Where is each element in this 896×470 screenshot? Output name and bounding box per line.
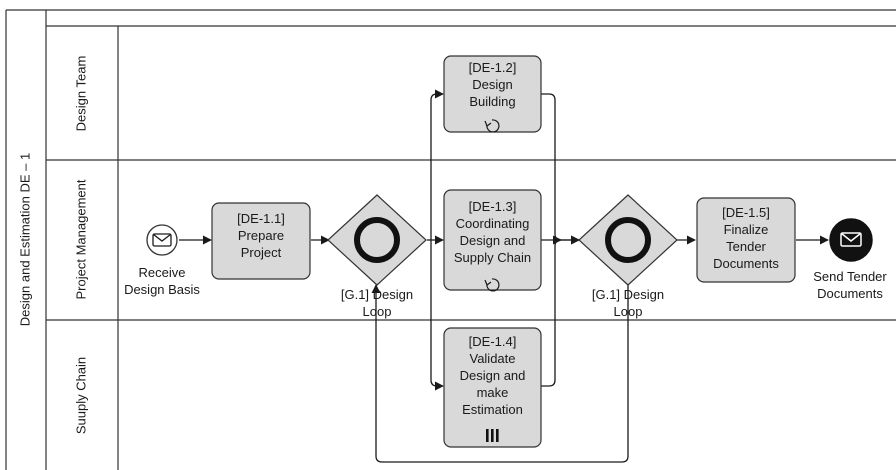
pool-title: Design and Estimation DE – 1: [17, 152, 33, 327]
end-event-message[interactable]: [829, 218, 873, 262]
loop-icon: [484, 119, 500, 133]
flow-g1-to-de12: [430, 89, 444, 240]
task-de-1-3-box[interactable]: [443, 189, 542, 291]
lane-title-project-management: Project Management: [73, 179, 89, 300]
flow-g1-to-de14: [430, 240, 444, 391]
envelope-icon: [152, 233, 172, 247]
pool-frame: [5, 9, 896, 470]
lane-title-design-team: Design Team: [73, 55, 89, 132]
gateway-g1-label: [G.1] Design Loop: [340, 287, 414, 319]
task-de-1-3-label: [DE-1.3] Coordinating Design and Supply …: [453, 199, 532, 265]
task-de-1-4-box[interactable]: [443, 327, 542, 448]
start-event-message[interactable]: [146, 224, 178, 256]
end-event-label: Send Tender Documents: [813, 269, 887, 301]
task-de-1-4-label: [DE-1.4] Validate Design and make Estima…: [459, 334, 526, 417]
task-de-1-1-box[interactable]: [211, 202, 311, 280]
loop-icon: [484, 278, 500, 292]
gateway-g1[interactable]: [327, 194, 427, 286]
flow-loop-back: [371, 283, 629, 463]
lane-title-supply-chain: Suuply Chain: [73, 356, 89, 435]
flow-de12-to-g2: [541, 93, 580, 245]
start-event-label: Receive Design Basis: [124, 265, 200, 297]
task-de-1-5-box[interactable]: [696, 197, 796, 283]
gateway-g2[interactable]: [578, 194, 678, 286]
sequence-flows: [179, 89, 829, 463]
task-de-1-1-label: [DE-1.1] Prepare Project: [237, 211, 285, 260]
task-de-1-2-label: [DE-1.2] Design Building: [468, 60, 517, 109]
flow-de14-to-g2: [541, 235, 562, 387]
envelope-filled-icon: [840, 232, 862, 247]
gateway-g2-label: [G.1] Design Loop: [591, 287, 665, 319]
task-de-1-5-label: [DE-1.5] Finalize Tender Documents: [713, 205, 779, 271]
parallel-multi-instance-icon: [486, 429, 499, 442]
